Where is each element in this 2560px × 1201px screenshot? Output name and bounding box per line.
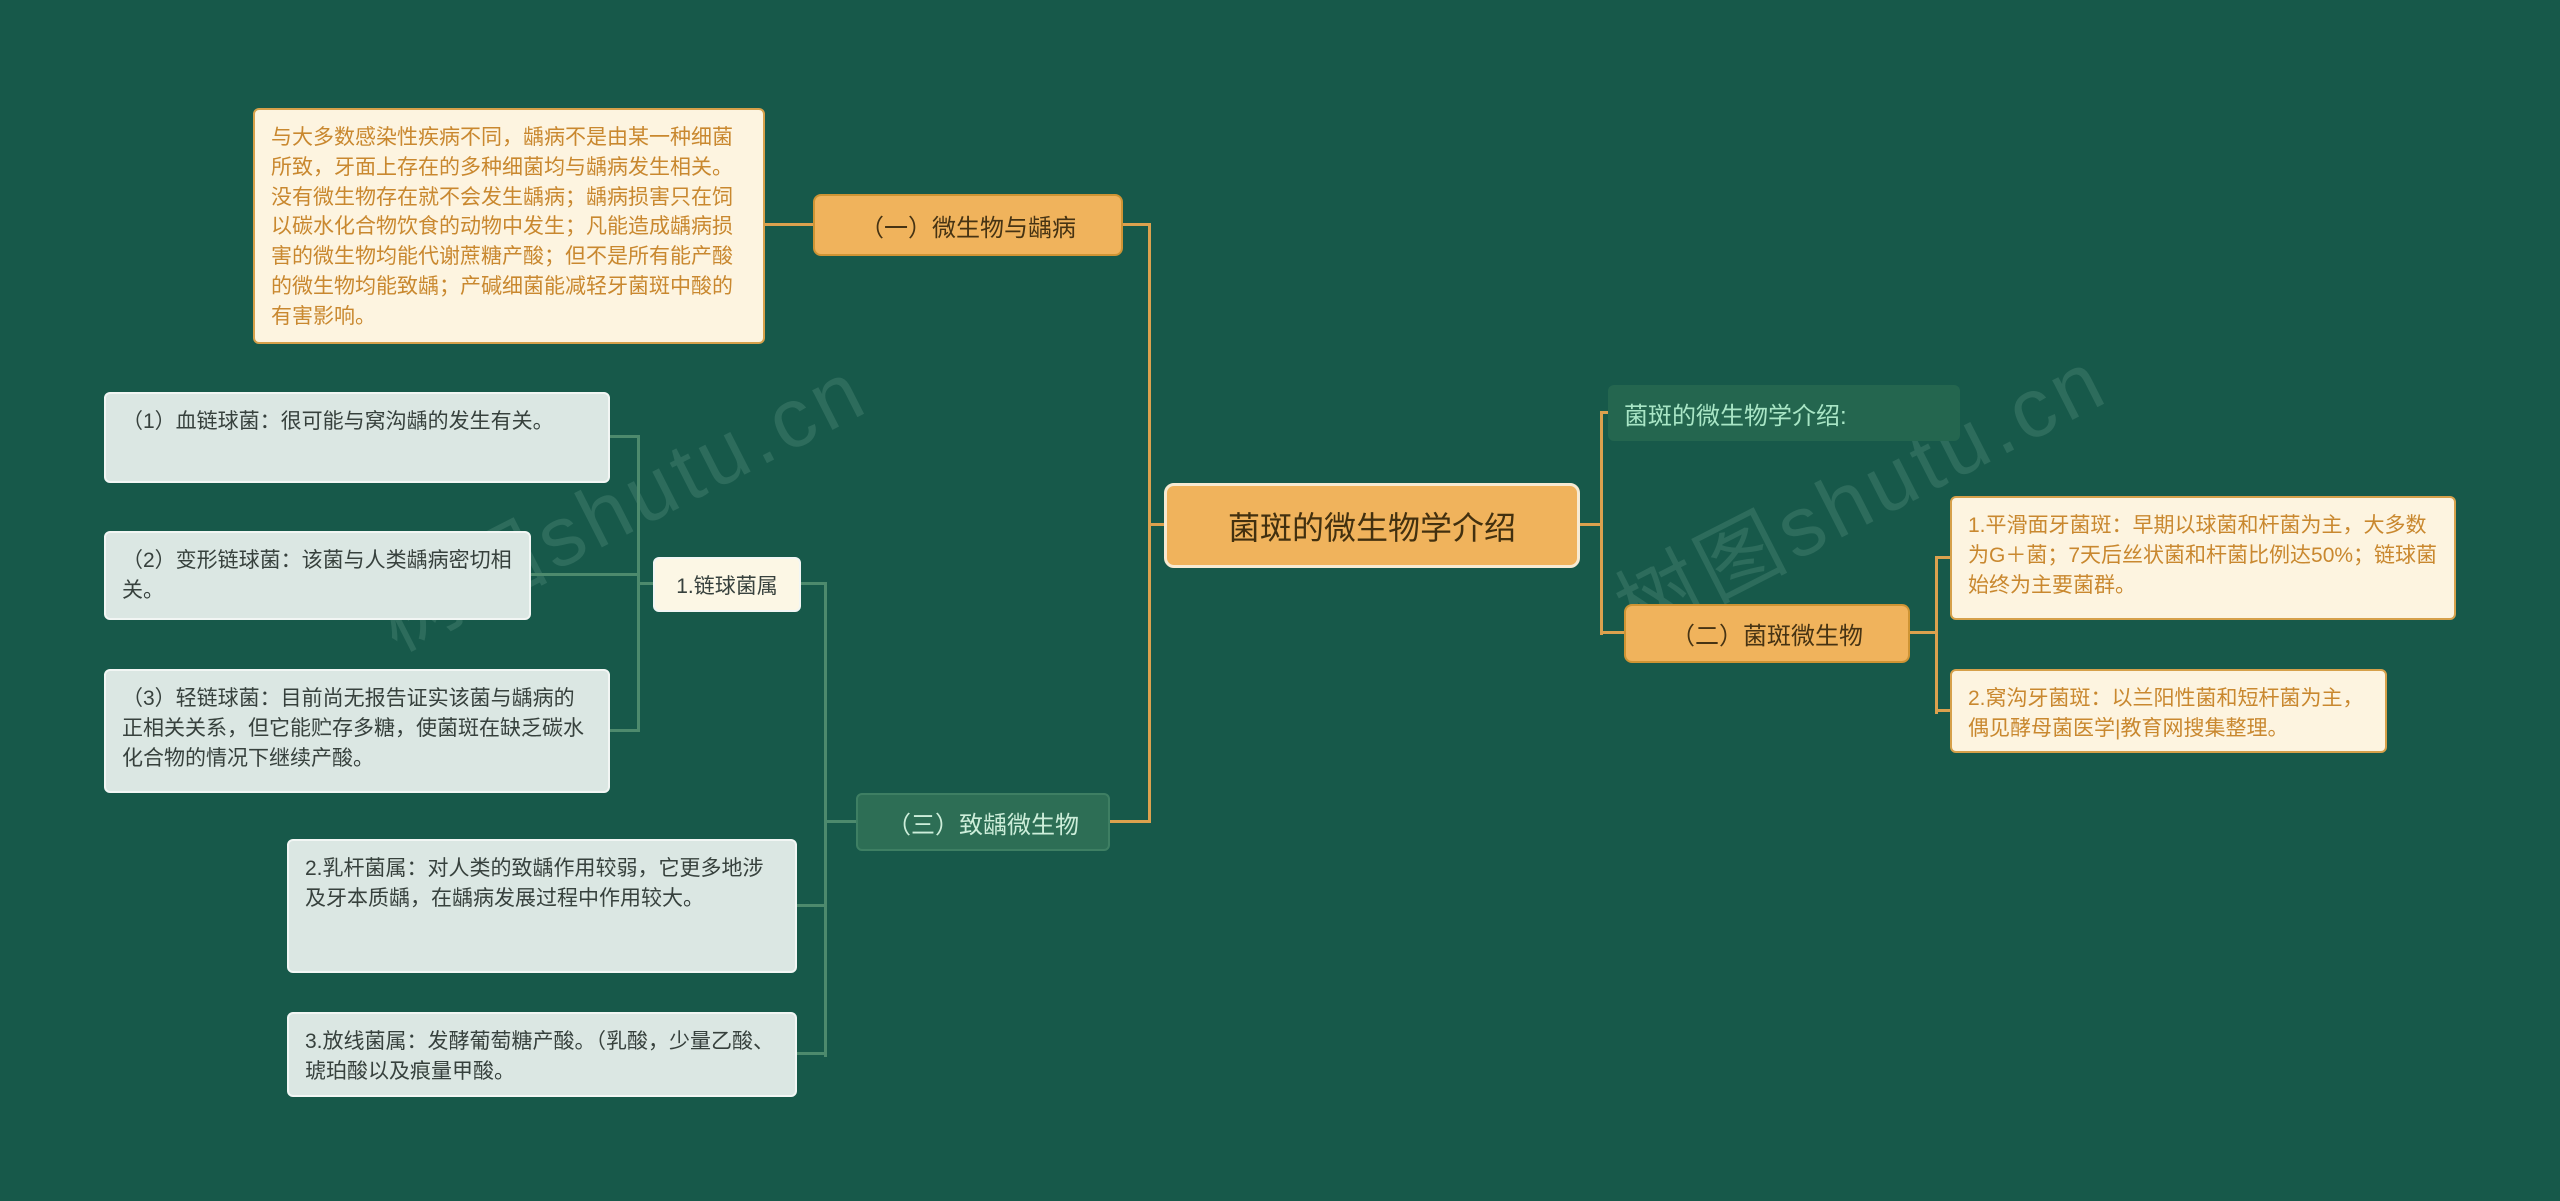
note-strep-mutans[interactable]: （2）变形链球菌：该菌与人类龋病密切相关。 <box>104 531 531 620</box>
connector-line <box>801 582 824 585</box>
connector-line <box>610 435 637 438</box>
note-smooth-surface-plaque[interactable]: 1.平滑面牙菌斑：早期以球菌和杆菌为主，大多数为G＋菌；7天后丝状菌和杆菌比例达… <box>1950 496 2456 620</box>
central-topic[interactable]: 菌斑的微生物学介绍 <box>1164 483 1580 568</box>
connector-line <box>1935 556 1938 714</box>
note-lactobacillus[interactable]: 2.乳杆菌属：对人类的致龋作用较弱，它更多地涉及牙本质龋，在龋病发展过程中作用较… <box>287 839 797 973</box>
note-actinomyces[interactable]: 3.放线菌属：发酵葡萄糖产酸。（乳酸，少量乙酸、琥珀酸以及痕量甲酸。 <box>287 1012 797 1097</box>
note-microbes-and-caries[interactable]: 与大多数感染性疾病不同，龋病不是由某一种细菌所致，牙面上存在的多种细菌均与龋病发… <box>253 108 765 344</box>
connector-line <box>531 573 637 576</box>
topic-microbes-and-caries[interactable]: （一）微生物与龋病 <box>813 194 1123 256</box>
connector-line <box>1600 631 1624 634</box>
connector-line <box>797 1052 824 1055</box>
connector-line <box>797 904 824 907</box>
connector-line <box>1935 709 1950 712</box>
connector-line <box>1123 223 1148 226</box>
note-fissure-plaque[interactable]: 2.窝沟牙菌斑：以兰阳性菌和短杆菌为主，偶见酵母菌医学|教育网搜集整理。 <box>1950 669 2387 753</box>
connector-line <box>1600 411 1603 635</box>
label-plaque-microbiology[interactable]: 菌斑的微生物学介绍: <box>1608 385 1960 441</box>
connector-line <box>1148 523 1164 526</box>
topic-cariogenic-microbes[interactable]: （三）致龋微生物 <box>856 793 1110 851</box>
connector-line <box>610 729 637 732</box>
connector-line <box>1600 411 1608 414</box>
note-strep-sanguis[interactable]: （1）血链球菌：很可能与窝沟龋的发生有关。 <box>104 392 610 483</box>
connector-line <box>1910 631 1935 634</box>
connector-line <box>637 582 653 585</box>
topic-plaque-microbes[interactable]: （二）菌斑微生物 <box>1624 604 1910 663</box>
topic-streptococcus-group[interactable]: 1.链球菌属 <box>653 557 801 612</box>
note-strep-mitis[interactable]: （3）轻链球菌：目前尚无报告证实该菌与龋病的正相关关系，但它能贮存多糖，使菌斑在… <box>104 669 610 793</box>
connector-line <box>824 820 856 823</box>
connector-line <box>1110 820 1148 823</box>
watermark: 树图shutu.cn <box>361 341 882 669</box>
connector-line <box>824 582 827 1057</box>
connector-line <box>765 223 813 226</box>
connector-line <box>1580 523 1600 526</box>
connector-line <box>1935 556 1950 559</box>
